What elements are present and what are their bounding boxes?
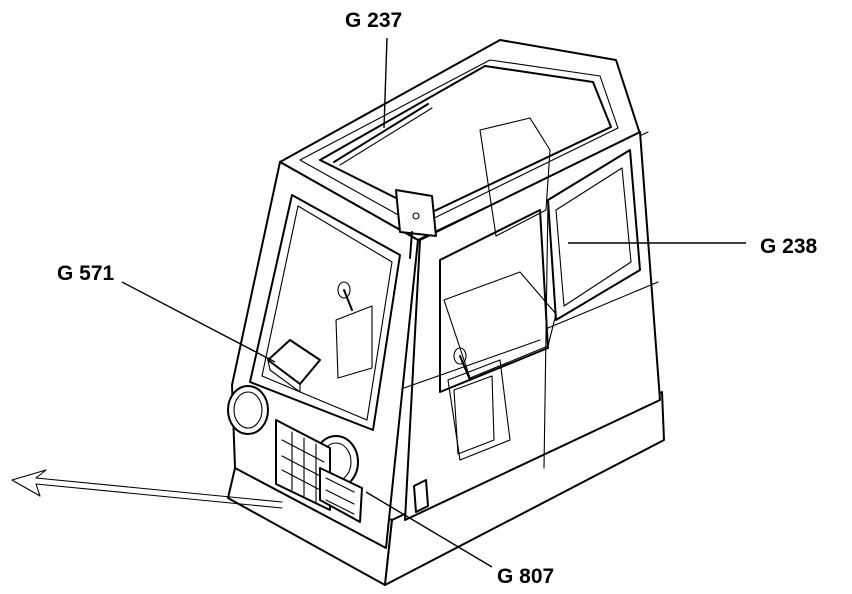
side-panel-box <box>413 479 429 513</box>
cab-side <box>403 131 661 521</box>
direction-arrow <box>11 469 283 509</box>
work-light-left <box>227 385 269 435</box>
joystick-right <box>453 347 495 455</box>
operator-seat <box>443 117 557 461</box>
callout-g571: G 571 <box>57 262 115 285</box>
joystick-left <box>335 281 373 379</box>
leader-g237 <box>383 37 388 129</box>
callout-g237: G 237 <box>345 9 403 32</box>
mirror <box>395 189 437 259</box>
callout-g807: G 807 <box>497 565 555 588</box>
roof-wiper <box>333 103 433 166</box>
storage-tray <box>267 339 321 393</box>
callout-g238: G 238 <box>760 235 818 258</box>
leader-g571 <box>121 281 276 363</box>
switch-panel <box>319 467 363 523</box>
fuse-panel <box>275 419 331 511</box>
leader-g807 <box>365 491 493 568</box>
